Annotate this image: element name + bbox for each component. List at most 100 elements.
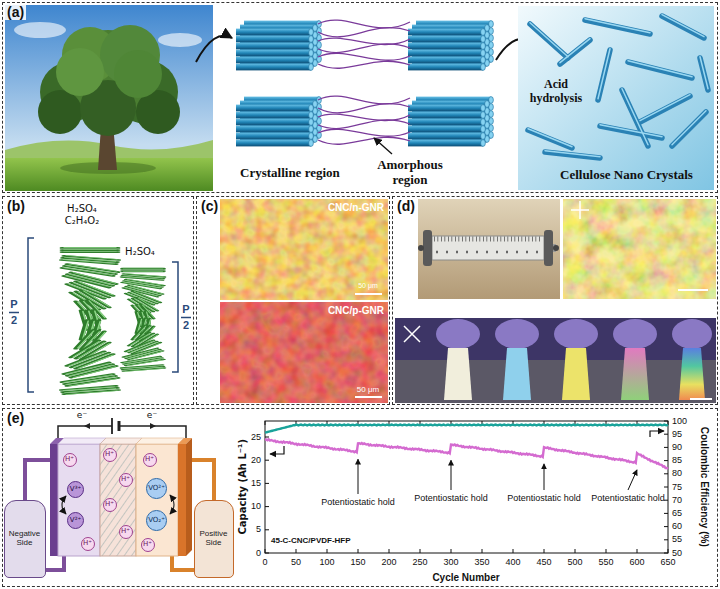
electron-label: e⁻: [147, 410, 157, 420]
tick-label: 80: [672, 468, 682, 478]
flow-battery-schematic: [170, 495, 174, 514]
chiral-helix: [61, 255, 119, 264]
annotation-label: Potentiostatic hold: [321, 497, 395, 507]
flow-battery-schematic: [62, 496, 66, 514]
tick-label: 10: [251, 501, 261, 511]
storage-tank: Negative Side: [4, 500, 46, 578]
tick-label: 60: [672, 521, 682, 531]
ion-label: H⁺: [105, 451, 114, 458]
formula-label: H₂SO₄: [125, 246, 155, 258]
film-strip-photos: [395, 318, 716, 403]
tree-photo: [38, 90, 82, 134]
axis-title: Cycle Number: [432, 572, 499, 584]
pom-micrograph: [220, 199, 388, 300]
flow-battery-schematic: [136, 438, 184, 444]
amorphous-chain: [318, 120, 410, 129]
ion-label: H⁺: [83, 540, 92, 547]
pitch-label: 2: [183, 319, 189, 332]
tick-label: 650: [660, 557, 675, 567]
device-photo: [553, 245, 559, 251]
film-strip-photos: [554, 319, 598, 349]
electron-label: e⁻: [77, 410, 87, 420]
flow-battery-schematic: [46, 556, 64, 570]
panel-frame: (b): [2, 196, 194, 405]
flow-battery-schematic: [119, 426, 186, 438]
flow-battery-schematic: [84, 423, 90, 429]
tick-label: 5: [256, 524, 261, 534]
film-strip-photos: [613, 319, 657, 349]
amorphous-chain: [318, 38, 410, 44]
tick-label: 95: [672, 429, 682, 439]
ion-circle: H⁺: [103, 498, 117, 512]
panel-label: (c): [199, 198, 220, 214]
flow-battery-schematic: [178, 444, 186, 556]
chiral-helix: [122, 268, 165, 372]
device-photo: [544, 230, 553, 266]
chiral-helix: [62, 247, 118, 252]
axis-title: Capacity (Ah L⁻¹): [237, 439, 249, 535]
tick-label: 400: [505, 557, 520, 567]
annotation-arrow: [544, 464, 545, 490]
amorphous-chain: [318, 96, 410, 104]
ion-label: V²⁺: [70, 517, 81, 524]
tick-label: 200: [381, 557, 396, 567]
tree-photo: [38, 25, 180, 136]
cellulose-fibril: [408, 97, 493, 147]
chiral-helix: [61, 386, 119, 395]
amorphous-chain: [318, 20, 410, 28]
film-strip-photos: [621, 348, 649, 400]
flow-battery-schematic: [50, 444, 58, 556]
device-photo: [418, 199, 560, 299]
panel-label: (e): [5, 410, 26, 426]
nanocrystal-field: [518, 6, 714, 190]
axis-ticks: [265, 421, 668, 553]
chiral-helix: [122, 365, 165, 372]
pitch-bracket: [9, 312, 19, 314]
pom-micrograph: [355, 293, 382, 295]
scale-label: 50 μm: [358, 282, 378, 290]
film-strip-photos: [436, 319, 480, 349]
cellulose-fibril: [408, 21, 493, 71]
tick-label: 0: [262, 557, 267, 567]
tank-label: Positive Side: [195, 530, 233, 548]
tick-label: 450: [536, 557, 551, 567]
device-photo: [423, 230, 432, 266]
tick-label: 75: [672, 482, 682, 492]
tick-label: 50: [672, 548, 682, 558]
pom-micrograph: [563, 199, 716, 299]
flow-battery-schematic: [100, 438, 142, 444]
tick-label: 20: [251, 455, 261, 465]
chiral-helix: [61, 247, 119, 394]
ion-circle: H⁺: [63, 453, 77, 467]
ion-label: V³⁺: [70, 486, 81, 493]
panel-frame: (c): [196, 196, 390, 405]
leader-arrow: [374, 138, 392, 154]
panel-label: (d): [395, 198, 417, 214]
tick-label: 550: [598, 557, 613, 567]
flow-battery-schematic: [172, 556, 194, 570]
flow-battery-schematic: [25, 460, 52, 500]
pom-micrograph: [571, 201, 589, 219]
pitch-bracket: [181, 317, 191, 319]
film-strip-photos: [672, 319, 712, 349]
tick-label: 90: [672, 442, 682, 452]
amorphous-chain: [318, 61, 410, 68]
sample-label: 45-C-CNC/PVDF-HFP: [271, 536, 351, 545]
film-strip-photos: [395, 318, 716, 403]
amorphous-chain: [318, 104, 410, 113]
axis-title: Coulombic Efficiency (%): [698, 427, 710, 547]
amorphous-chain: [318, 137, 410, 144]
cellulose-fibril: [236, 21, 321, 71]
pitch-label: P: [182, 303, 189, 316]
ion-label: VO²⁺: [148, 485, 165, 492]
pom-micrograph: [355, 396, 382, 398]
process-label: Acid hydrolysis: [522, 78, 590, 106]
annotation-label: Potentiostatic hold: [414, 493, 488, 503]
tree-photo: [56, 48, 104, 96]
pom-micrograph: [678, 289, 708, 291]
amorphous-chain: [318, 53, 410, 60]
tree-photo: [158, 33, 202, 47]
tick-label: 100: [319, 557, 334, 567]
flow-battery-schematic: [58, 444, 100, 556]
region-label: Cellulose Nano Crystals: [560, 168, 693, 183]
